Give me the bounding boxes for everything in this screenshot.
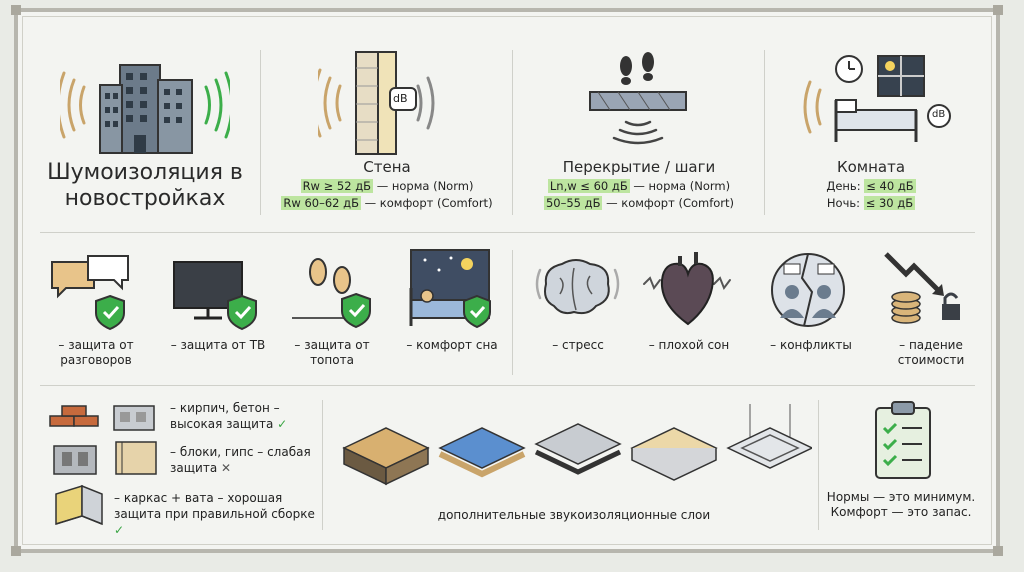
wall-norm-label: — норма (Norm): [373, 179, 474, 193]
conflict-icon: [762, 248, 857, 332]
caption-sleep: – комфорт сна: [406, 338, 498, 352]
building-icon: [60, 55, 230, 155]
wall-norm-value: Rw ≥ 52 дБ: [300, 179, 374, 193]
room-heading: Комната: [836, 158, 906, 176]
caption-tv: – защита от ТВ: [170, 338, 266, 352]
room-night-label: Ночь:: [826, 196, 864, 210]
room-day-label: День:: [826, 179, 865, 193]
wall-heading: Стена: [363, 158, 411, 176]
tv-icon: [170, 252, 265, 332]
caption-stomping: – защита от топота: [294, 338, 370, 367]
material-brick-check: ✓: [277, 417, 288, 431]
brick-concrete-icon: [48, 396, 166, 434]
wall-db-label: dB: [393, 92, 408, 105]
material-blocks: – блоки, гипс – слабая защита: [170, 445, 311, 475]
speech-bubbles-icon: [48, 252, 143, 332]
caption-bad-sleep: – плохой сон: [648, 338, 730, 352]
room-night-value: ≤ 30 дБ: [863, 196, 916, 210]
floor-heading: Перекрытие / шаги: [562, 158, 716, 176]
floor-steps-icon: [588, 52, 688, 152]
room-day-value: ≤ 40 дБ: [864, 179, 916, 193]
blocks-gypsum-icon: [50, 438, 162, 478]
material-blocks-cross: ✕: [221, 461, 232, 475]
caption-conversations: – защита от разговоров: [58, 338, 134, 367]
floor-comfort-value: 50–55 дБ: [543, 196, 603, 210]
falling-value-icon: [882, 248, 977, 332]
material-brick: – кирпич, бетон – высокая защита: [170, 401, 280, 431]
material-frame-check: ✓: [114, 523, 125, 537]
bedroom-icon: [796, 52, 956, 152]
frame-wool-icon: [52, 484, 112, 528]
material-frame: – каркас + вата – хорошая защита при пра…: [114, 491, 315, 521]
brain-icon: [530, 250, 625, 332]
wall-comfort-label: — комфорт (Comfort): [361, 196, 493, 210]
wall-comfort-value: Rw 60–62 дБ: [281, 196, 361, 210]
checklist-icon: [872, 400, 936, 480]
soundproofing-layers-icon: [336, 404, 812, 492]
room-db-label: dB: [932, 109, 946, 120]
floor-norm-label: — норма (Norm): [629, 179, 731, 193]
layers-caption: дополнительные звукоизоляционные слои: [437, 508, 711, 522]
wall-icon: [318, 48, 448, 156]
sleeping-person-icon: [405, 248, 500, 332]
note-line2: Комфорт — это запас.: [830, 505, 972, 519]
caption-conflicts: – конфликты: [770, 338, 852, 352]
floor-norm-value: Ln,w ≤ 60 дБ: [547, 179, 630, 193]
note-line1: Нормы — это минимум.: [826, 490, 976, 504]
page-title: Шумоизоляция в новостройках: [47, 160, 243, 211]
footprints-icon: [290, 250, 385, 332]
heart-icon: [640, 248, 735, 332]
caption-value-drop: – падение стоимости: [897, 338, 965, 367]
floor-comfort-label: — комфорт (Comfort): [602, 196, 735, 210]
caption-stress: – стресс: [552, 338, 604, 352]
